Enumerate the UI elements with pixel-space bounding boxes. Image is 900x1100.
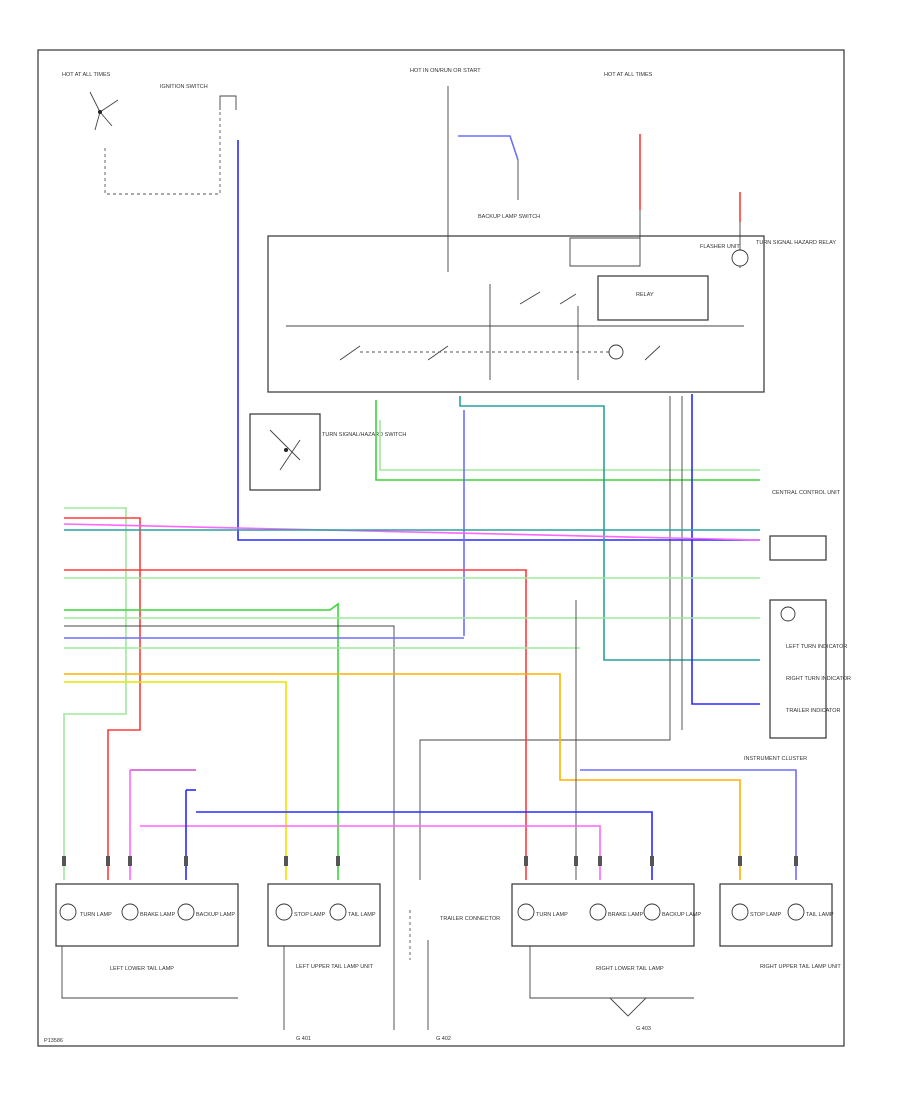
right-upper-tail-label: RIGHT UPPER TAIL LAMP UNIT [760,964,841,970]
left-stop-lamp: STOP LAMP [294,912,326,918]
fuse-feed-3: HOT AT ALL TIMES FLASHER UNIT TURN SIGNA… [569,72,836,268]
cluster-trailer: TRAILER INDICATOR [786,708,841,714]
right-turn-lamp: TURN LAMP [536,912,568,918]
cluster-left-turn: LEFT TURN INDICATOR [786,644,847,650]
left-brake-lamp: BRAKE LAMP [140,912,175,918]
combination-switch-box [267,235,765,393]
wire-harness [63,140,797,1030]
right-tail-lamp: TAIL LAMP [806,912,834,918]
fuse-label-2: HOT IN ON/RUN OR START [410,68,481,74]
diagram-border [37,49,845,1047]
footer-code: P13586 [44,1038,63,1044]
relay: RELAY [489,275,709,380]
hazard-switch: TURN SIGNAL/HAZARD SWITCH [249,413,406,491]
relay-label: RELAY [636,292,654,298]
right-stop-lamp: STOP LAMP [750,912,782,918]
right-lower-tail-unit: TURN LAMP BRAKE LAMP BACKUP LAMP RIGHT L… [511,883,701,1032]
left-lower-tail-label: LEFT LOWER TAIL LAMP [110,966,174,972]
ground-g2: G 402 [436,1036,451,1042]
flasher-label: FLASHER UNIT [700,244,740,250]
ignition-switch-label: IGNITION SWITCH [160,84,208,90]
ignition-switch: HOT AT ALL TIMES IGNITION SWITCH [62,72,237,195]
instrument-cluster-label: INSTRUMENT CLUSTER [744,756,807,762]
backup-lamp-switch-label: BACKUP LAMP SWITCH [478,214,540,220]
right-brake-lamp: BRAKE LAMP [608,912,643,918]
left-upper-tail-unit: STOP LAMP TAIL LAMP LEFT UPPER TAIL LAMP… [267,883,381,1042]
left-upper-tail-label: LEFT UPPER TAIL LAMP UNIT [296,964,374,970]
cluster-right-turn: RIGHT TURN INDICATOR [786,676,851,682]
ground-g3: G 403 [636,1026,651,1032]
left-turn-lamp: TURN LAMP [80,912,112,918]
left-backup-lamp: BACKUP LAMP [196,912,235,918]
fuse-label-1: HOT AT ALL TIMES [62,72,111,78]
trailer-connector-label: TRAILER CONNECTOR [440,916,500,922]
right-upper-tail-unit: STOP LAMP TAIL LAMP RIGHT UPPER TAIL LAM… [719,883,841,970]
central-control-label: CENTRAL CONTROL UNIT [772,490,841,496]
turn-hazard-relay-label: TURN SIGNAL HAZARD RELAY [756,240,836,246]
connector-pins [62,856,798,866]
trailer-connector: TRAILER CONNECTOR G 402 [409,910,500,1042]
right-lower-tail-label: RIGHT LOWER TAIL LAMP [596,966,664,972]
combination-switch-label: TURN SIGNAL/HAZARD SWITCH [322,432,406,438]
ground-g1: G 401 [296,1036,311,1042]
right-backup-lamp: BACKUP LAMP [662,912,701,918]
fuse-feed-2: HOT IN ON/RUN OR START BACKUP LAMP SWITC… [410,68,540,272]
left-lower-tail-unit: TURN LAMP BRAKE LAMP BACKUP LAMP LEFT LO… [55,883,239,999]
fuse-label-3: HOT AT ALL TIMES [604,72,653,78]
right-connectors: CENTRAL CONTROL UNIT LEFT TURN INDICATOR… [744,490,851,762]
left-tail-lamp: TAIL LAMP [348,912,376,918]
